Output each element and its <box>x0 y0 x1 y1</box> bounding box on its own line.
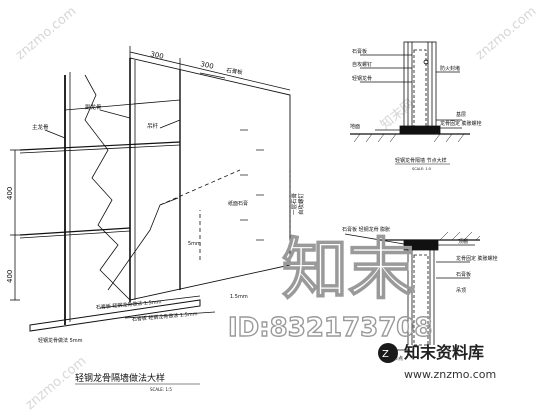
label-center-1: 纸面石膏 <box>228 200 248 207</box>
label-sub-keel: 副龙骨 <box>85 103 102 111</box>
floor-hatch <box>353 133 465 143</box>
ceiling-hatch <box>439 231 481 241</box>
label-main-keel: 主龙骨 <box>32 123 49 131</box>
bottom-track <box>29 299 201 332</box>
tr-label-1: 石膏板 <box>352 48 367 55</box>
tr-label-3: 轻钢龙骨 <box>352 75 372 82</box>
diagonal-watermark-top-right: znzmo.com <box>473 4 539 63</box>
leader-bottom-1 <box>99 295 201 309</box>
label-hanger: 吊杆 <box>147 122 159 130</box>
channel-upper <box>64 99 181 111</box>
dim-left-1: 400 <box>6 187 14 200</box>
bottom-right-section-detail <box>344 231 481 351</box>
bottom-right-labels: 石膏板 轻钢龙骨 膨胀 顶棚 龙骨固定 膨胀螺栓 石膏板 吊顶 节点 <box>342 226 498 362</box>
label-bottom-1: 石膏板 轻钢龙骨做法 1.5mm <box>96 298 162 311</box>
main-partition-detail <box>10 46 291 332</box>
br-label-5: 吊顶 <box>456 288 466 294</box>
gypsum-board-outline <box>129 57 291 301</box>
tr-label-4: 防火封堵 <box>440 65 460 72</box>
board-hatch-1 <box>159 169 241 206</box>
label-bottom-2: 石膏板 轻钢龙骨做法 1.5mm <box>132 310 198 323</box>
label-center-2: 5mm <box>188 241 201 247</box>
label-board: 石膏板 <box>226 66 244 76</box>
label-bottom-left: 轻钢龙骨做法 5mm <box>38 337 83 344</box>
brand-watermark: Z 知末资料库 www.znzmo.com <box>378 343 496 381</box>
top-right-section-detail <box>350 41 470 143</box>
diagonal-watermark-top-left: znzmo.com <box>13 4 79 63</box>
leader-hanger <box>159 119 181 129</box>
watermark-group: 知末 ID:832173708 <box>227 230 433 343</box>
tr-caption: 轻钢龙骨隔墙 节点大样 <box>395 157 447 164</box>
br-label-3: 龙骨固定 膨胀螺栓 <box>456 255 498 262</box>
main-detail-title: 轻钢龙骨隔墙做法大样 <box>75 372 165 384</box>
big-watermark-text: 知末 <box>282 231 414 308</box>
top-dim-line <box>129 51 291 91</box>
br-label-4: 石膏板 <box>456 271 471 278</box>
label-right-1: 一层石膏 <box>290 192 298 215</box>
stud-section-bottom <box>413 254 429 346</box>
tr-scale: SCALE: 1:5 <box>412 167 431 171</box>
label-bottom-3: 1.5mm <box>230 294 248 300</box>
tr-label-2: 自攻螺钉 <box>352 61 372 68</box>
brand-url: www.znzmo.com <box>404 368 496 381</box>
tr-label-5: 基层 <box>456 111 466 118</box>
br-label-2: 顶棚 <box>458 238 468 245</box>
dim-top-2: 300 <box>200 60 215 71</box>
channel-top <box>19 141 181 151</box>
br-label-1: 石膏板 轻钢龙骨 膨胀 <box>342 226 390 233</box>
leader-bottom-2 <box>124 311 216 319</box>
watermark-id: ID:832173708 <box>228 313 432 343</box>
brand-name: 知末资料库 <box>404 343 484 362</box>
top-right-labels: 石膏板 自攻螺钉 轻钢龙骨 防火封堵 基层 龙骨固定 膨胀螺栓 地面 轻钢龙骨隔… <box>350 48 482 171</box>
dim-top-1: 300 <box>150 50 165 61</box>
label-right-2: 自攻螺钉 <box>297 192 305 215</box>
dim-left-2: 400 <box>6 270 14 283</box>
tr-label-6: 龙骨固定 膨胀螺栓 <box>440 120 482 127</box>
channel-mid-2 <box>19 230 131 239</box>
floor-track <box>399 125 441 135</box>
channel-mid <box>19 227 131 236</box>
br-caption: 节点 <box>393 356 403 362</box>
main-detail-scale: SCALE: 1:5 <box>150 387 172 392</box>
leader-sub-keel <box>99 109 131 119</box>
leader-top-right <box>199 72 226 79</box>
brand-logo-glyph: Z <box>382 349 389 360</box>
channel-top-2 <box>19 144 181 154</box>
tr-label-7: 地面 <box>350 123 360 130</box>
board-lower-edge <box>107 197 179 291</box>
leader-main-keel <box>44 129 66 139</box>
screw-head <box>423 59 429 65</box>
wall-core <box>403 41 437 135</box>
screw-marks <box>240 129 264 241</box>
brand-logo-icon <box>378 343 398 363</box>
